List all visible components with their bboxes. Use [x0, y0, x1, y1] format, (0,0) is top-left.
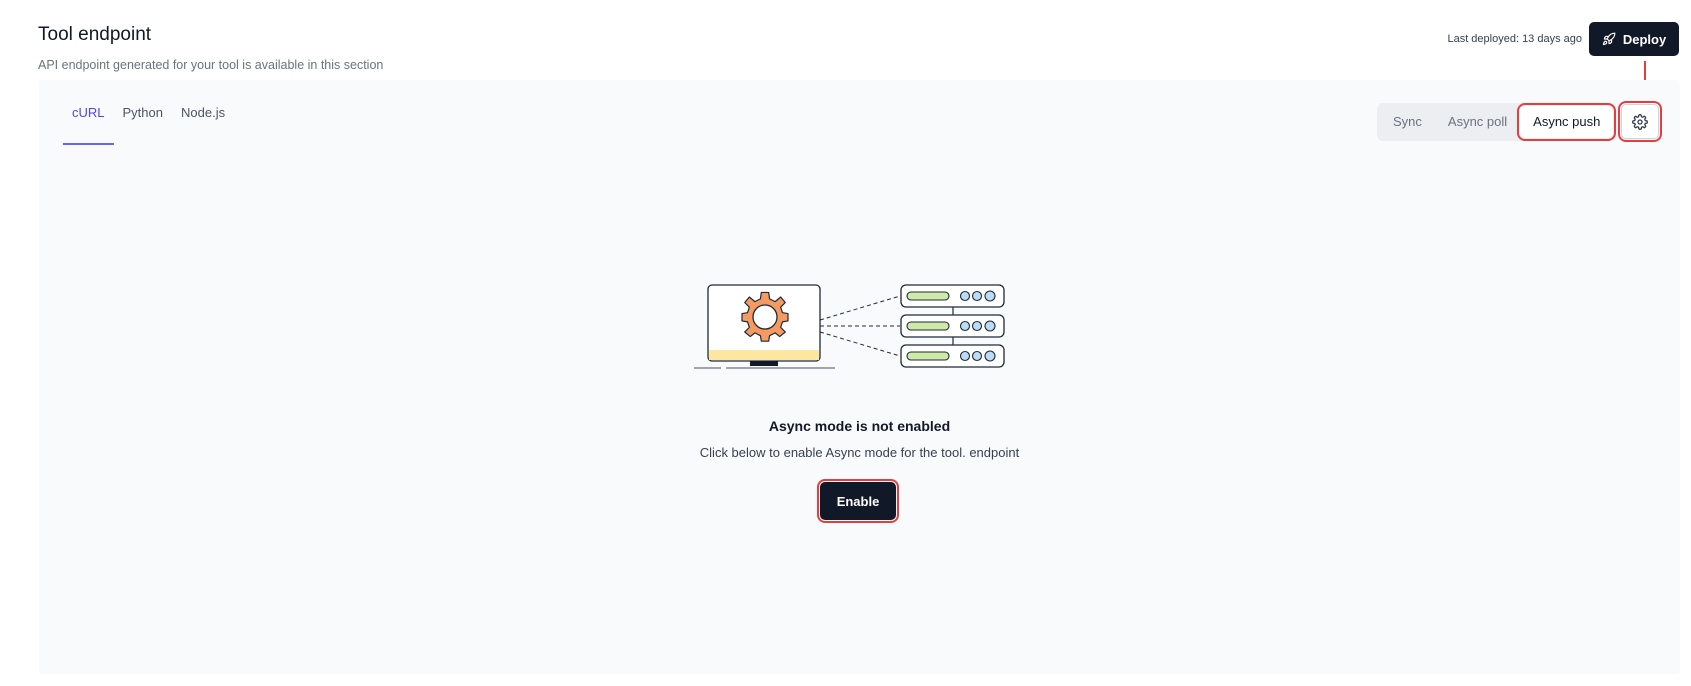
endpoint-panel: cURL Python Node.js Sync Async poll Asyn…	[39, 80, 1680, 674]
page-subtitle: API endpoint generated for your tool is …	[38, 58, 384, 72]
page-title: Tool endpoint	[38, 24, 152, 45]
monitor-stand	[750, 361, 778, 366]
rocket-icon	[1602, 32, 1616, 46]
mode-selector: Sync Async poll Async push	[1377, 103, 1617, 141]
last-deployed-text: Last deployed: 13 days ago	[1447, 33, 1582, 45]
server-unit	[900, 314, 1005, 338]
mode-async-poll[interactable]: Async poll	[1447, 114, 1508, 129]
deploy-button-label: Deploy	[1622, 31, 1667, 47]
connector-line	[819, 295, 901, 321]
deploy-button[interactable]: Deploy	[1589, 22, 1679, 56]
server-unit	[900, 284, 1005, 308]
gear-graphic-icon	[741, 291, 789, 342]
gear-icon	[1632, 113, 1648, 130]
tab-python[interactable]: Python	[122, 105, 163, 120]
tab-nodejs[interactable]: Node.js	[181, 105, 226, 120]
enable-button[interactable]: Enable	[817, 479, 899, 523]
connector-line	[819, 331, 901, 357]
language-tabs: cURL Python Node.js	[63, 80, 234, 145]
monitor-base-strip	[709, 350, 819, 360]
tab-curl[interactable]: cURL	[63, 80, 114, 145]
async-illustration	[694, 284, 1005, 369]
mode-sync[interactable]: Sync	[1393, 114, 1422, 129]
empty-state-description: Click below to enable Async mode for the…	[699, 445, 1020, 460]
server-unit	[900, 344, 1005, 368]
settings-button[interactable]	[1618, 101, 1662, 142]
empty-state-title: Async mode is not enabled	[768, 418, 951, 434]
mode-async-push[interactable]: Async push	[1517, 103, 1617, 141]
